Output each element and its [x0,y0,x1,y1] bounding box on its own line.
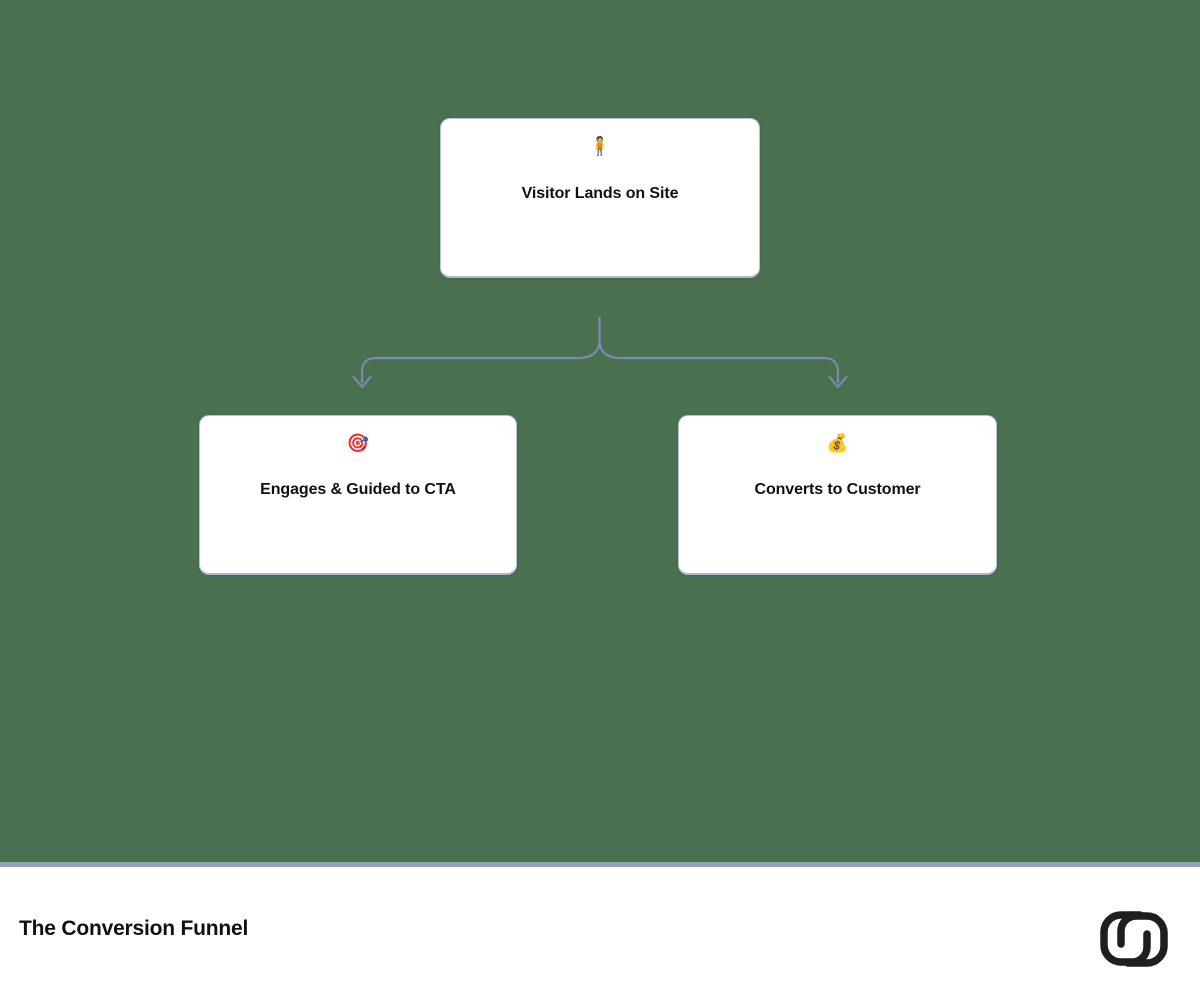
node-label: Engages & Guided to CTA [260,481,456,498]
money-bag-icon: 💰 [826,433,849,454]
edge-root-to-engage [360,341,601,384]
node-engages-guided-to-cta[interactable]: 🎯 Engages & Guided to CTA [199,415,517,575]
arrowhead-engage [352,375,372,389]
node-label: Converts to Customer [754,481,921,498]
person-standing-icon: 🧍 [588,136,612,157]
interlocking-loops-logo [1100,911,1168,967]
page-title: The Conversion Funnel [19,917,249,940]
node-label: Visitor Lands on Site [521,185,679,202]
target-dart-icon: 🎯 [346,433,370,454]
arrowhead-convert [828,375,848,389]
diagram-canvas[interactable]: 🧍 Visitor Lands on Site 🎯 Engages & Guid… [0,0,1200,862]
node-converts-to-customer[interactable]: 💰 Converts to Customer [678,415,997,575]
canvas-footer-divider [0,862,1200,867]
footer-bar: The Conversion Funnel [0,867,1200,1000]
node-visitor-lands-on-site[interactable]: 🧍 Visitor Lands on Site [440,118,760,278]
edge-root-to-convert [598,341,840,384]
